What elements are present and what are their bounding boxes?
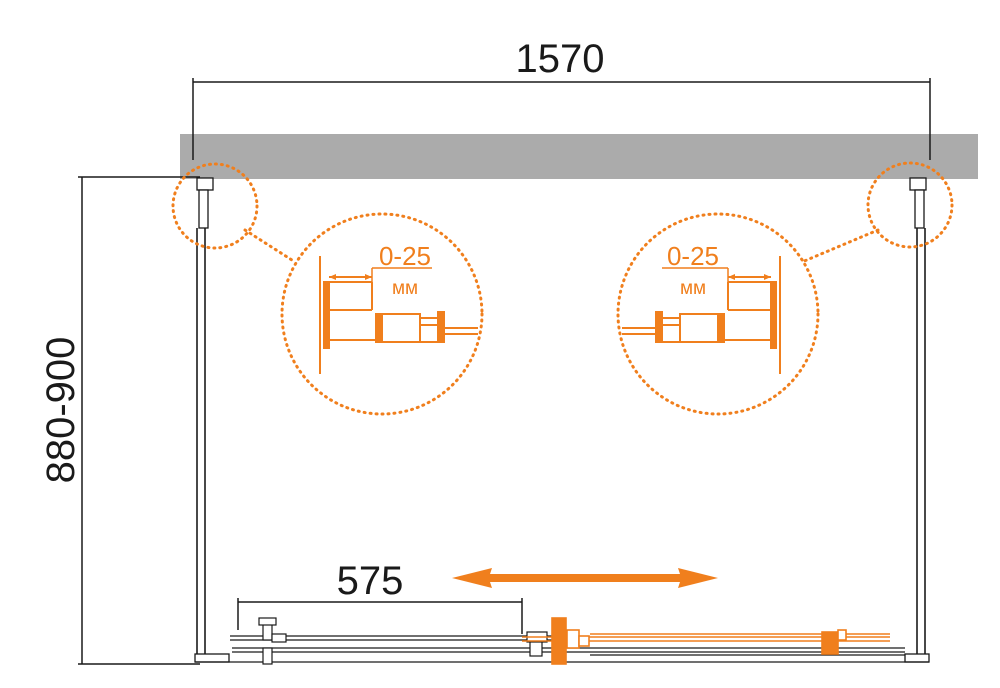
right-callout-leader [800, 228, 880, 264]
left-detail-magnifier: 0-25 мм [280, 212, 484, 416]
left-callout-ring [171, 162, 259, 250]
right-detail-range: 0-25 [667, 241, 719, 271]
depth-dimension [78, 176, 200, 665]
right-callout-ring [866, 161, 954, 249]
wall-band [180, 134, 978, 179]
left-detail-range: 0-25 [379, 241, 431, 271]
right-detail-magnifier: 0-25 мм [616, 212, 820, 416]
fixed-panel-hardware [258, 617, 548, 665]
sliding-direction-arrow [452, 568, 718, 588]
width-dimension [192, 78, 931, 160]
depth-dimension-label: 880-900 [39, 337, 83, 484]
door-opening-dimension [237, 598, 523, 634]
sliding-door [522, 617, 890, 665]
left-side-panel [194, 177, 230, 663]
left-detail-unit: мм [392, 278, 418, 299]
width-dimension-label: 1570 [516, 37, 605, 81]
left-callout-leader [243, 228, 297, 264]
door-opening-label: 575 [337, 559, 404, 603]
right-detail-unit: мм [680, 278, 706, 299]
right-side-panel [904, 177, 930, 663]
